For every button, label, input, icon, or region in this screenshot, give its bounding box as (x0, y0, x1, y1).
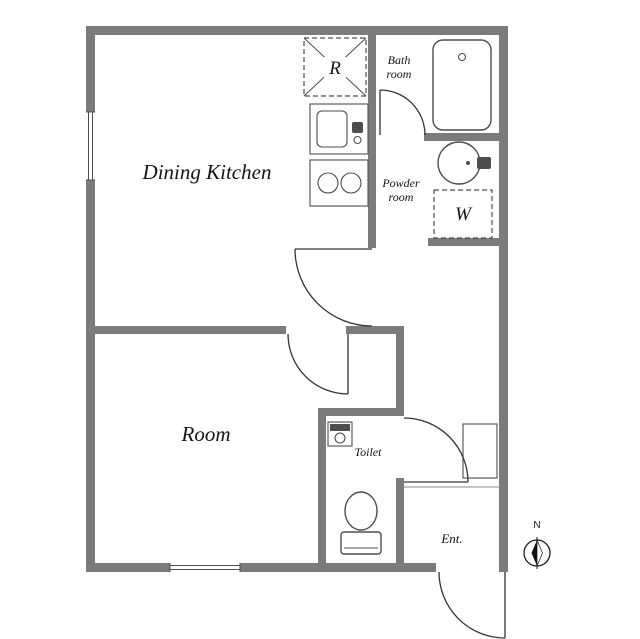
entrance-fixtures (404, 423, 499, 488)
compass-needle-light (536, 539, 543, 567)
bath-room-label-line1: Bath (388, 53, 411, 67)
toilet-fixture (340, 491, 382, 555)
shoe-cabinet (462, 423, 498, 479)
washer-label: W (455, 204, 473, 225)
wall-toilet-top (318, 408, 404, 416)
washbasin (437, 141, 481, 185)
interior-walls (95, 35, 499, 563)
wall-dk-bath-vertical (368, 35, 376, 248)
wall-left-upper (86, 26, 95, 112)
washer-box (433, 189, 493, 239)
kitchen-sink (309, 103, 369, 155)
faucet-icon (352, 122, 363, 133)
toilet-door-arc (403, 417, 469, 483)
doors (287, 89, 506, 639)
basin-faucet-icon (477, 157, 491, 169)
refrigerator-label-bg (324, 57, 346, 78)
wall-dk-room-left (95, 326, 286, 334)
compass: N (523, 520, 551, 569)
toilet-fixtures (327, 421, 382, 555)
powder-room-label-line2: room (389, 190, 414, 204)
refrigerator-space: R (303, 37, 367, 97)
room-door-arc (287, 333, 349, 395)
stove (309, 159, 369, 207)
wall-powder-hall (428, 238, 499, 246)
toilet-hand-sink (327, 421, 353, 447)
bath-fixtures (432, 39, 492, 131)
window-bottom (169, 563, 241, 572)
windows (86, 111, 241, 572)
dining-kitchen-label: Dining Kitchen (142, 160, 272, 184)
basin-drain-icon (466, 161, 470, 165)
wall-corridor-upper (396, 334, 404, 416)
wall-bottom-left (86, 563, 170, 572)
toilet-label: Toilet (355, 445, 383, 459)
entrance-door-arc (438, 571, 506, 639)
bathtub (432, 39, 492, 131)
kitchen-fixtures: R (303, 37, 369, 207)
room-label: Room (181, 422, 231, 446)
window-left (86, 111, 95, 181)
wall-left-lower (86, 180, 95, 572)
entrance-label: Ent. (440, 531, 462, 546)
bath-room-label-line2: room (387, 67, 412, 81)
drain-icon (457, 52, 467, 62)
wall-toilet-left (318, 416, 326, 563)
compass-north-label: N (533, 520, 540, 531)
outer-walls (86, 26, 508, 572)
wall-right (499, 26, 508, 572)
wall-top (86, 26, 508, 35)
powder-fixtures: W (433, 141, 493, 239)
wall-bottom-mid (240, 563, 436, 572)
burner-icon (317, 172, 339, 194)
room-labels: Dining Kitchen Room Bath room Powder roo… (142, 53, 463, 546)
bath-door-arc (379, 89, 426, 136)
refrigerator-label: R (328, 58, 341, 79)
powder-room-label-line1: Powder (381, 176, 420, 190)
wall-corridor-lower (396, 478, 404, 563)
washer-space: W (433, 189, 493, 239)
dk-door-arc (294, 248, 373, 327)
compass-needle-dark (531, 540, 537, 566)
burner-icon (340, 172, 362, 194)
wall-bath-powder (424, 133, 499, 141)
wall-dk-room-right (346, 326, 404, 334)
